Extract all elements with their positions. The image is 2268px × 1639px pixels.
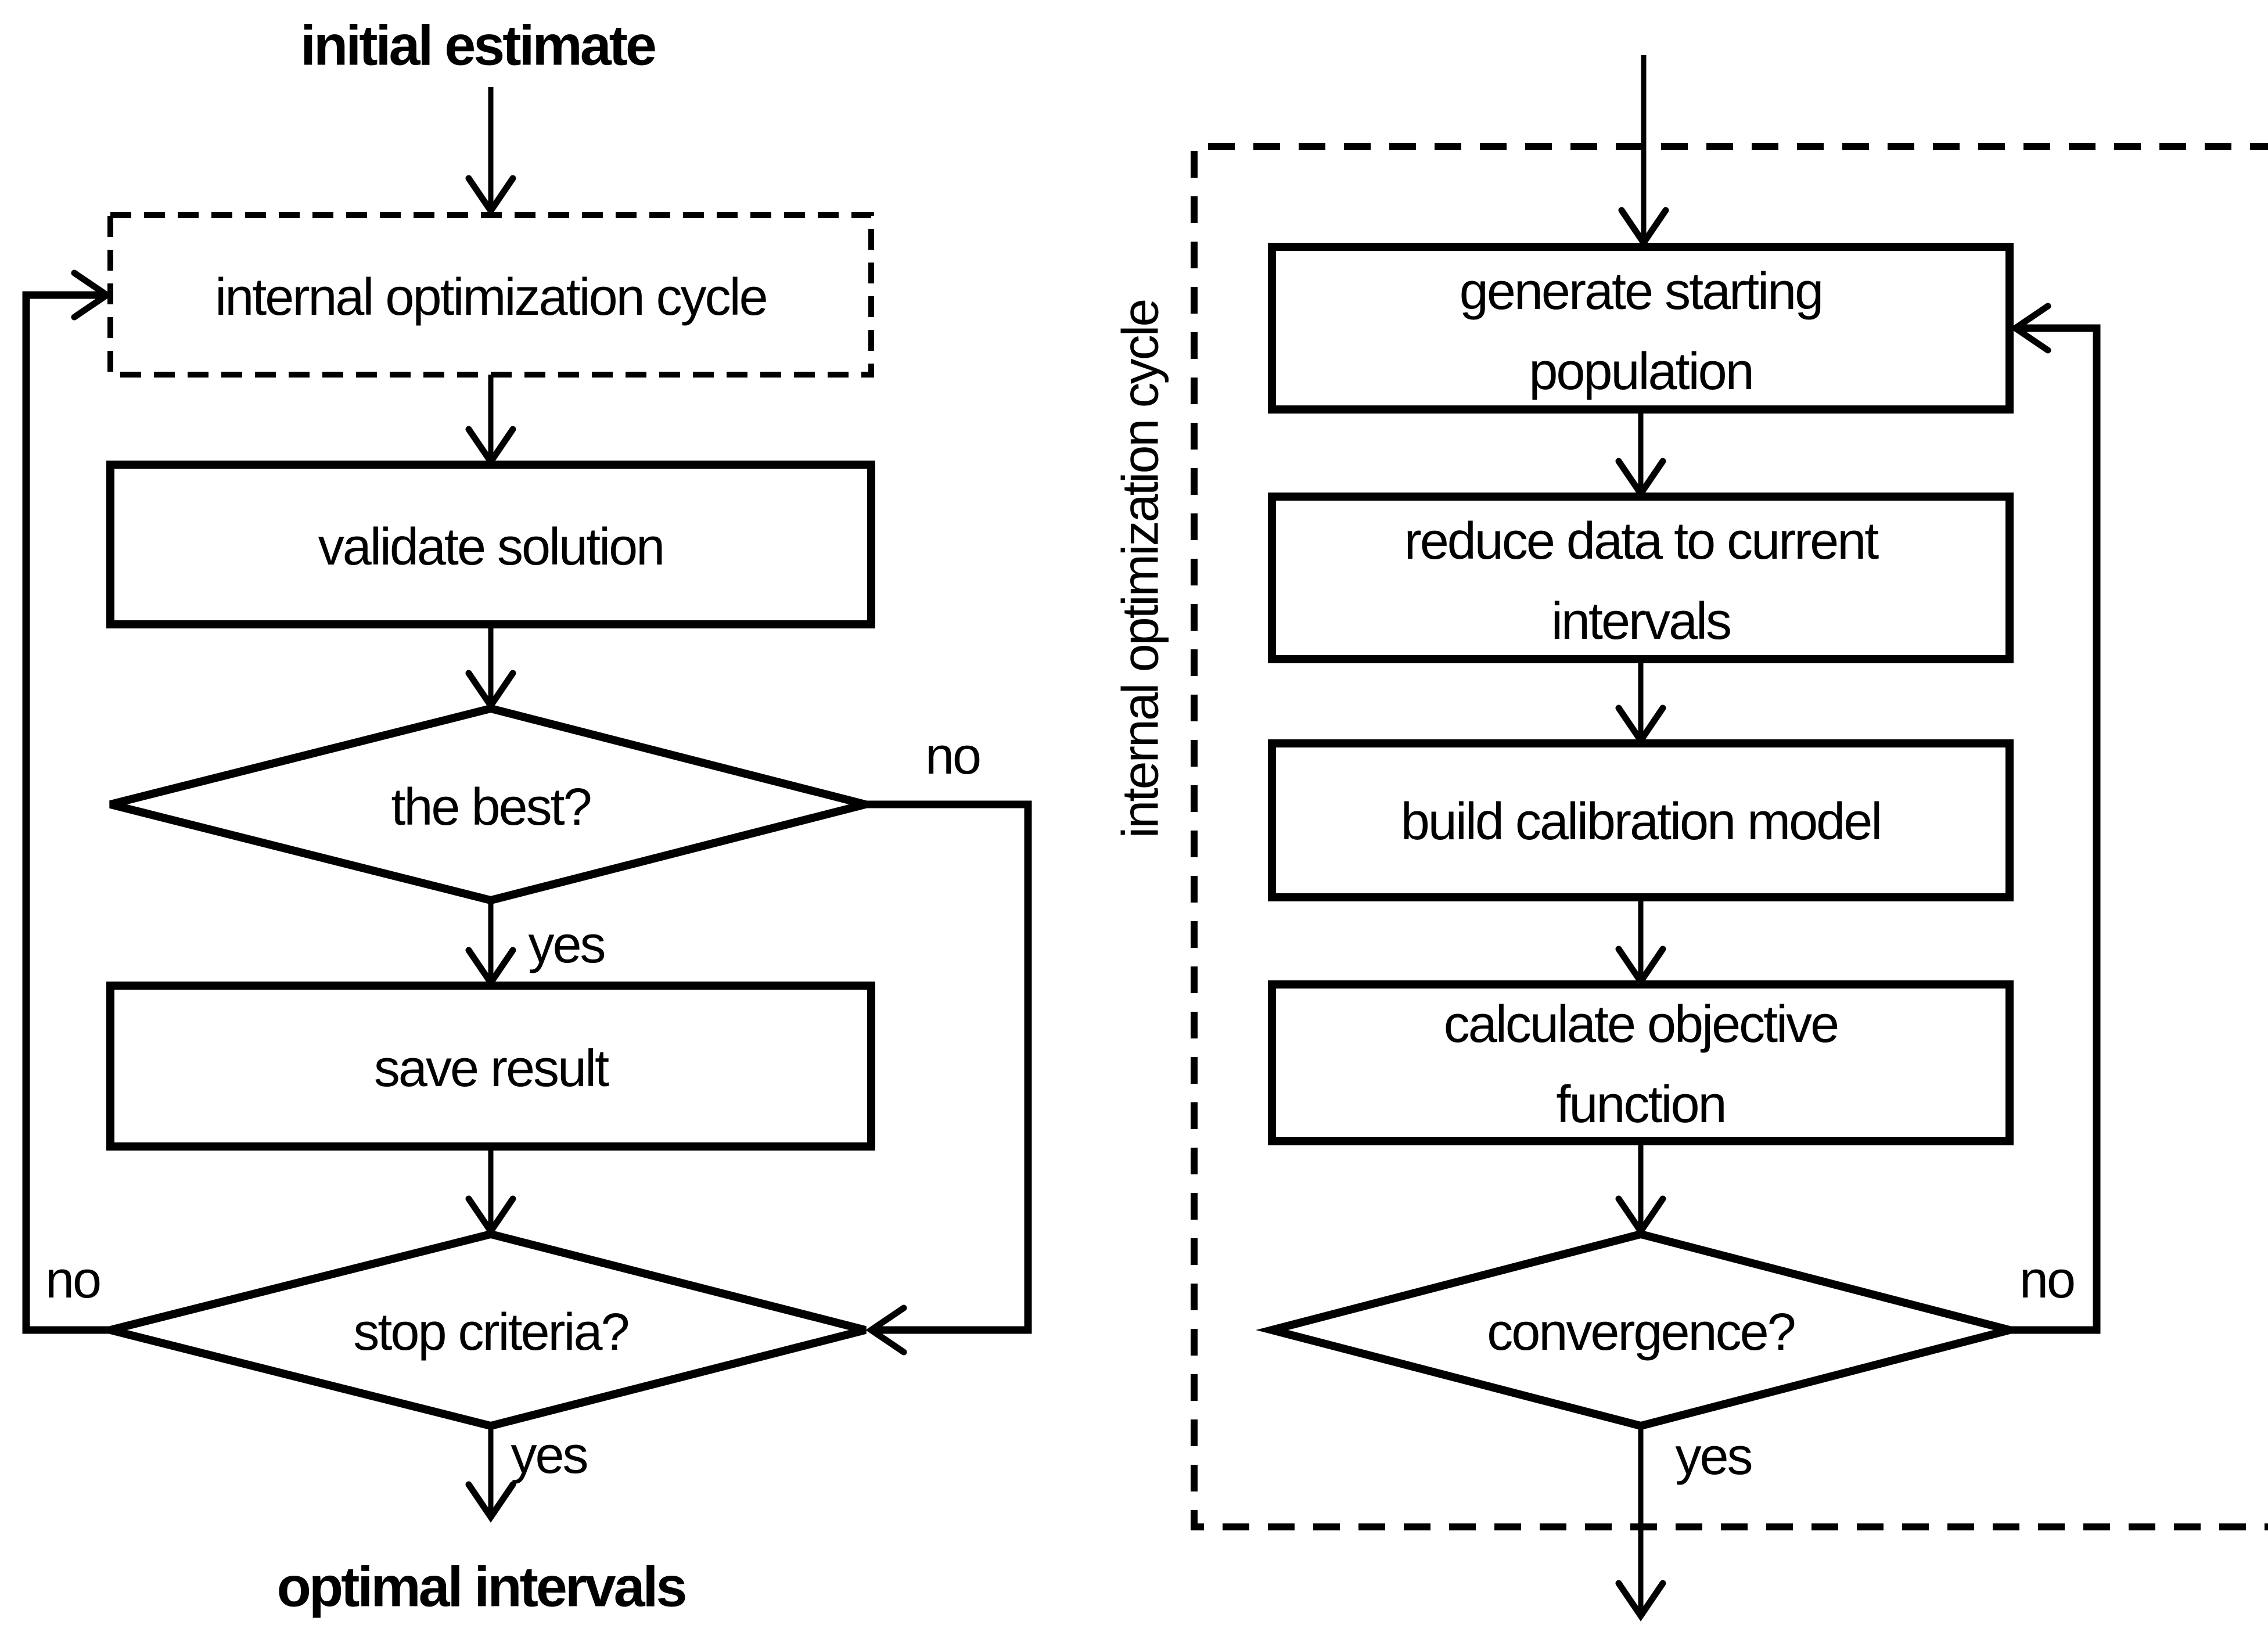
frame-rotated-label: internal optimization cycle [1112,300,1169,839]
edge-label-best-no: no [925,727,980,785]
objective-box [1268,980,2014,1145]
internal-cycle-label: internal optimization cycle [215,268,766,326]
build-box [1268,739,2014,901]
reduce-label-line2: intervals [1551,592,1730,650]
result-label: optimal intervals [277,1555,685,1619]
loop-stop-no-edge [22,269,113,1334]
reduce-label-line1: reduce data to current [1404,512,1879,570]
generate-label-line2: population [1529,343,1752,401]
best-label: the best? [391,778,590,836]
edge-label-best-yes: yes [528,916,604,974]
convergence-label: convergence? [1487,1303,1794,1361]
objective-label-line1: calculate objective [1444,995,1838,1054]
edge-label-stop-no: no [45,1251,100,1309]
stop-label: stop criteria? [353,1303,628,1361]
validate-label: validate solution [318,518,663,576]
edge-label-convergence-no: no [2019,1251,2074,1309]
best-decision [109,704,867,905]
start-label: initial estimate [300,14,655,77]
edge-label-stop-yes: yes [511,1426,587,1485]
internal-cycle-frame [1191,143,2268,1530]
loop-convergence-no-edge [2010,303,2101,1334]
objective-label-line2: function [1556,1076,1725,1134]
generate-label-line1: generate starting [1460,263,1822,321]
edge-label-convergence-yes: yes [1675,1428,1751,1486]
build-label: build calibration model [1401,793,1881,851]
save-label: save result [374,1040,609,1098]
loop-best-no-edge [865,800,1032,1356]
